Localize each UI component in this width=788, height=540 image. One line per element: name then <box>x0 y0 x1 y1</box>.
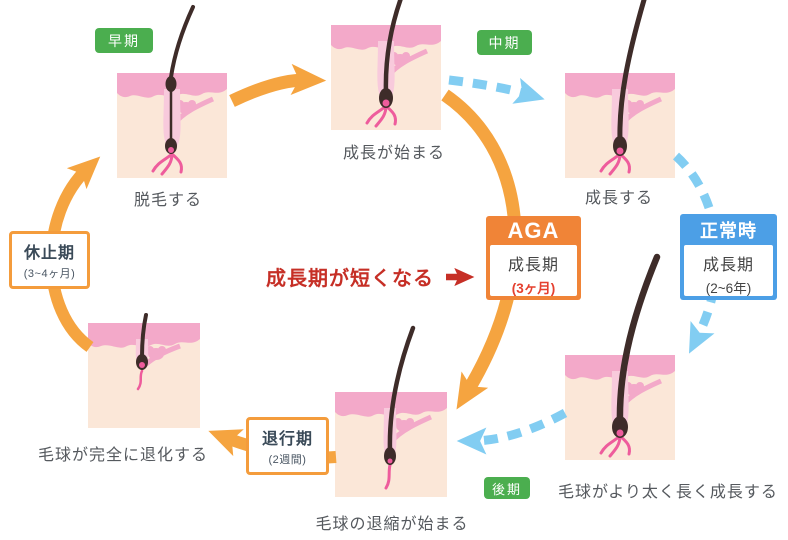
badge-middle-phase: 中期 <box>477 30 532 55</box>
hair-follicle-growing-illustration <box>565 0 675 179</box>
annotation-growth-phase-shortens: 成長期が短くなる <box>266 268 434 290</box>
hair-follicle-thick-growth-illustration <box>565 253 675 461</box>
stage-label-shedding: 脱毛する <box>133 192 203 209</box>
stage-label-growth-start: 成長が始まる <box>342 145 446 162</box>
normal-duration-label: (2~6年) <box>705 281 752 296</box>
blue-arrow-start-to-growing <box>448 75 545 104</box>
badge-early-label: 早期 <box>108 32 140 49</box>
catagen-phase-duration: (2週間) <box>268 454 307 466</box>
aga-box-body: 成長期 (3ヶ月) <box>490 245 577 296</box>
aga-box-title: AGA <box>507 217 560 243</box>
orange-arrow-shed-to-start <box>229 63 327 107</box>
badge-middle-label: 中期 <box>488 34 521 51</box>
blue-arrow-thick-to-regression <box>456 409 568 455</box>
stage-label-regression: 毛球の退縮が始まる <box>315 516 469 533</box>
normal-growth-phase-box: 正常時 成長期 (2~6年) <box>680 214 777 300</box>
stage-label-degenerated: 毛球が完全に退化する <box>37 447 209 464</box>
badge-late-label: 後期 <box>491 481 522 497</box>
hair-follicle-shedding-illustration <box>117 5 227 179</box>
normal-box-title: 正常時 <box>700 220 757 241</box>
hair-follicle-regression-illustration <box>335 325 447 498</box>
aga-phase-label: 成長期 <box>507 257 559 274</box>
badge-early-phase: 早期 <box>95 28 153 53</box>
rest-phase-box: 休止期 (3~4ヶ月) <box>9 231 90 289</box>
rest-phase-duration: (3~4ヶ月) <box>23 268 76 280</box>
stage-label-growing: 成長する <box>584 190 654 207</box>
normal-box-body: 成長期 (2~6年) <box>684 245 773 296</box>
normal-phase-label: 成長期 <box>702 257 754 274</box>
catagen-phase-title: 退行期 <box>261 431 313 448</box>
badge-late-phase: 後期 <box>484 477 530 499</box>
hair-follicle-degenerated-illustration <box>88 277 200 429</box>
catagen-phase-box: 退行期 (2週間) <box>246 417 329 475</box>
rest-phase-title: 休止期 <box>23 245 75 262</box>
stage-label-thick-growth: 毛球がより太く長く成長する <box>558 484 778 501</box>
aga-growth-phase-box: AGA 成長期 (3ヶ月) <box>486 216 581 300</box>
hair-follicle-growth-start-illustration <box>331 0 441 131</box>
aga-duration-label: (3ヶ月) <box>511 281 556 296</box>
